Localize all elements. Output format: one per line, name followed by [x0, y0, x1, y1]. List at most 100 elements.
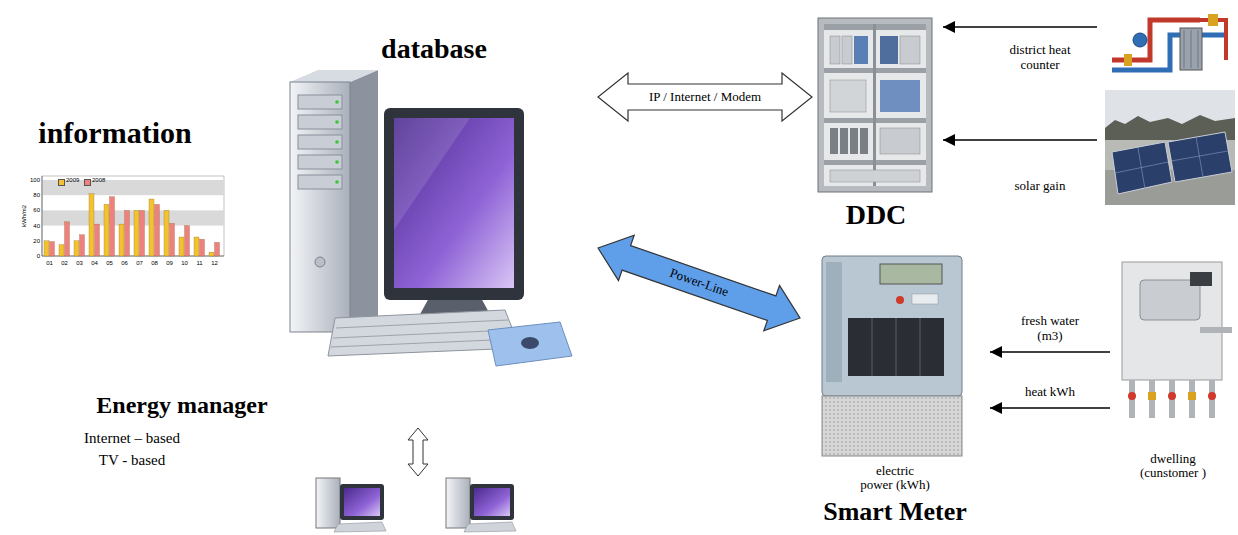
chart-bars — [119, 224, 124, 256]
chart-bars — [149, 199, 154, 256]
heat-station — [1208, 14, 1218, 26]
chart-bars — [44, 194, 220, 256]
control-cabinet — [818, 18, 932, 192]
axis-tick: 0 — [37, 253, 40, 260]
signal-arrow — [943, 26, 1097, 28]
month-tick: 11 — [196, 260, 202, 267]
database-computer — [298, 155, 342, 169]
bar-chart — [42, 176, 224, 256]
client-terminals — [316, 478, 340, 528]
month-tick: 01 — [46, 260, 53, 267]
chart-bars — [215, 242, 220, 256]
client-terminals — [474, 488, 510, 516]
month-tick: 10 — [181, 260, 188, 267]
electricity-meter — [822, 256, 962, 396]
electricity-meter — [826, 262, 842, 382]
axis-tick: 20 — [33, 237, 40, 244]
information-panel: information — [10, 112, 230, 267]
heat-station — [1191, 30, 1192, 68]
database-computer — [315, 257, 325, 267]
database-computer — [298, 115, 342, 129]
electricity-meter — [920, 318, 921, 376]
chart-bars — [44, 241, 49, 256]
control-cabinet — [900, 36, 920, 64]
powerline-arrow — [598, 235, 800, 331]
chart-bars — [59, 245, 64, 256]
heat-station — [1124, 54, 1132, 66]
dwelling-station — [1168, 392, 1176, 400]
month-tick: 02 — [61, 260, 68, 267]
database-computer — [290, 70, 378, 82]
chart-bars — [185, 226, 190, 256]
heat-station — [1198, 30, 1199, 68]
heat-station — [1112, 35, 1226, 70]
database-computer — [335, 100, 339, 104]
signal-arrow — [943, 139, 1097, 141]
dwelling-station — [1200, 327, 1232, 333]
database-computer — [333, 330, 512, 338]
bar-chart — [42, 176, 43, 256]
client-terminals — [408, 428, 428, 476]
energy-manager: Energy managerInternet – basedTV - based — [55, 388, 295, 476]
control-cabinet — [880, 128, 920, 154]
control-cabinet — [830, 170, 920, 182]
control-cabinet — [830, 128, 838, 154]
client-terminals — [334, 522, 386, 532]
chart-bars — [179, 237, 184, 256]
month-tick: 09 — [166, 260, 173, 267]
database-computer — [335, 140, 339, 144]
axis-tick: 80 — [33, 192, 40, 199]
control-cabinet — [873, 24, 876, 186]
client-terminals — [446, 478, 470, 528]
control-cabinet — [824, 24, 926, 186]
chart-bars — [65, 222, 70, 256]
database-computer — [488, 322, 572, 366]
control-cabinet — [880, 36, 898, 64]
ip-link-arrow — [598, 73, 812, 121]
control-cabinet — [830, 36, 840, 64]
solar-panel — [1196, 137, 1203, 177]
connector-label: fresh water (m3) — [1014, 314, 1086, 344]
month-tick: 12 — [211, 260, 218, 267]
control-cabinet — [840, 128, 848, 154]
dwelling-station — [1128, 392, 1136, 400]
database-computer — [384, 108, 524, 300]
dwelling-station — [1208, 392, 1216, 400]
connector-label: heat kWh — [1014, 385, 1086, 400]
heat-station — [1112, 14, 1226, 70]
legend-entry: 2008 — [84, 177, 110, 185]
axis-tick: 60 — [33, 207, 40, 214]
database-computer — [335, 180, 339, 184]
signal-arrow — [943, 27, 1097, 140]
heat-station — [1180, 28, 1202, 70]
dwelling-station — [1169, 380, 1175, 418]
electricity-meter — [912, 294, 938, 304]
chart-bars — [155, 204, 160, 256]
solar-panel — [1168, 132, 1232, 182]
ddc-cabinet: DDC — [812, 14, 940, 240]
electricity-meter — [872, 318, 873, 376]
database-computer — [290, 82, 350, 332]
heat-station — [1184, 30, 1185, 68]
flow-arrow — [990, 407, 1110, 409]
channel-text: Internet – based — [84, 430, 180, 447]
dwelling-caption: dwelling (cunstomer ) — [1125, 452, 1221, 481]
control-cabinet — [842, 36, 852, 64]
chart-bars — [200, 239, 205, 256]
chart-bars — [170, 223, 175, 256]
chart-bars — [209, 252, 214, 256]
meter-heading: Smart Meter — [823, 498, 967, 527]
database-computer — [335, 120, 339, 124]
meter-caption: electric power (kWh) — [859, 464, 931, 493]
chart-bars — [134, 210, 139, 256]
database-computer — [336, 320, 508, 328]
chart-bars — [104, 204, 109, 256]
axis-title: kWh/m2 — [21, 205, 28, 227]
month-tick: 06 — [121, 260, 128, 267]
server-heading: database — [381, 34, 487, 65]
dwelling-station — [1189, 380, 1195, 418]
control-cabinet — [830, 80, 866, 112]
chart-bars — [89, 194, 94, 256]
